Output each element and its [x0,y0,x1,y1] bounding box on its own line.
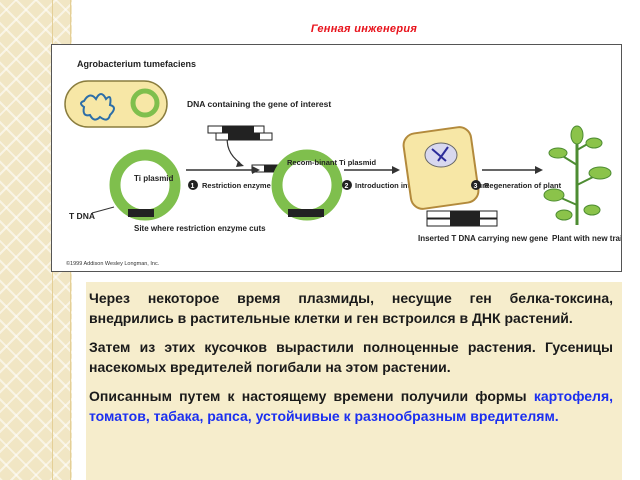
genetic-engineering-diagram: Agrobacterium tumefaciens DNA containing… [64,59,621,267]
step-3-number: 3 [474,183,478,190]
ti-plasmid-label: Ti plasmid [134,174,174,183]
paragraph-3-start: Описанным путем к настоящему времени пол… [89,388,527,404]
copyright: ©1999 Addison Wesley Longman, Inc. [66,260,160,267]
step-3-label: Regeneration of plant [484,181,562,190]
paragraph-2: Затем из этих кусочков вырастили полноце… [89,339,613,375]
site-label: Site where restriction enzyme cuts [134,224,266,233]
ti-plasmid [109,149,181,221]
recombinant-label: Recom-binant Ti plasmid [287,158,376,167]
dna-arrow-head [236,161,244,167]
organism-label: Agrobacterium tumefaciens [77,59,196,69]
plant-label: Plant with new trait [552,234,621,243]
recombinant-plasmid [271,149,343,221]
step-2-number: 2 [345,183,349,190]
plant-cell [402,126,480,210]
slide-title: Генная инженерия [310,23,418,35]
inserted-tdna [426,210,498,227]
paragraph-3-highlight: картофеля, томатов, табака, рапса, устой… [89,388,613,424]
plant-illustration [543,125,612,225]
bacterium-cell [64,80,168,128]
step-3-badge [471,180,481,190]
inserted-label: Inserted T DNA carrying new gene [418,234,549,243]
step-1-badge [188,180,198,190]
step-1-label: Restriction enzyme and DNA ligase [202,181,328,190]
step-1-number: 1 [191,183,195,190]
dna-label: DNA containing the gene of interest [187,99,331,109]
paragraph-1: Через некоторое время плазмиды, несущие … [89,290,613,326]
paragraph-3: Описанным путем к настоящему времени пол… [89,387,613,426]
step-2-badge [342,180,352,190]
tdna-label: T DNA [69,211,95,221]
text-box: Через некоторое время плазмиды, несущие … [86,282,622,480]
dna-fragment [207,125,273,141]
diagram-figure: Agrobacterium tumefaciens DNA containing… [51,44,622,272]
